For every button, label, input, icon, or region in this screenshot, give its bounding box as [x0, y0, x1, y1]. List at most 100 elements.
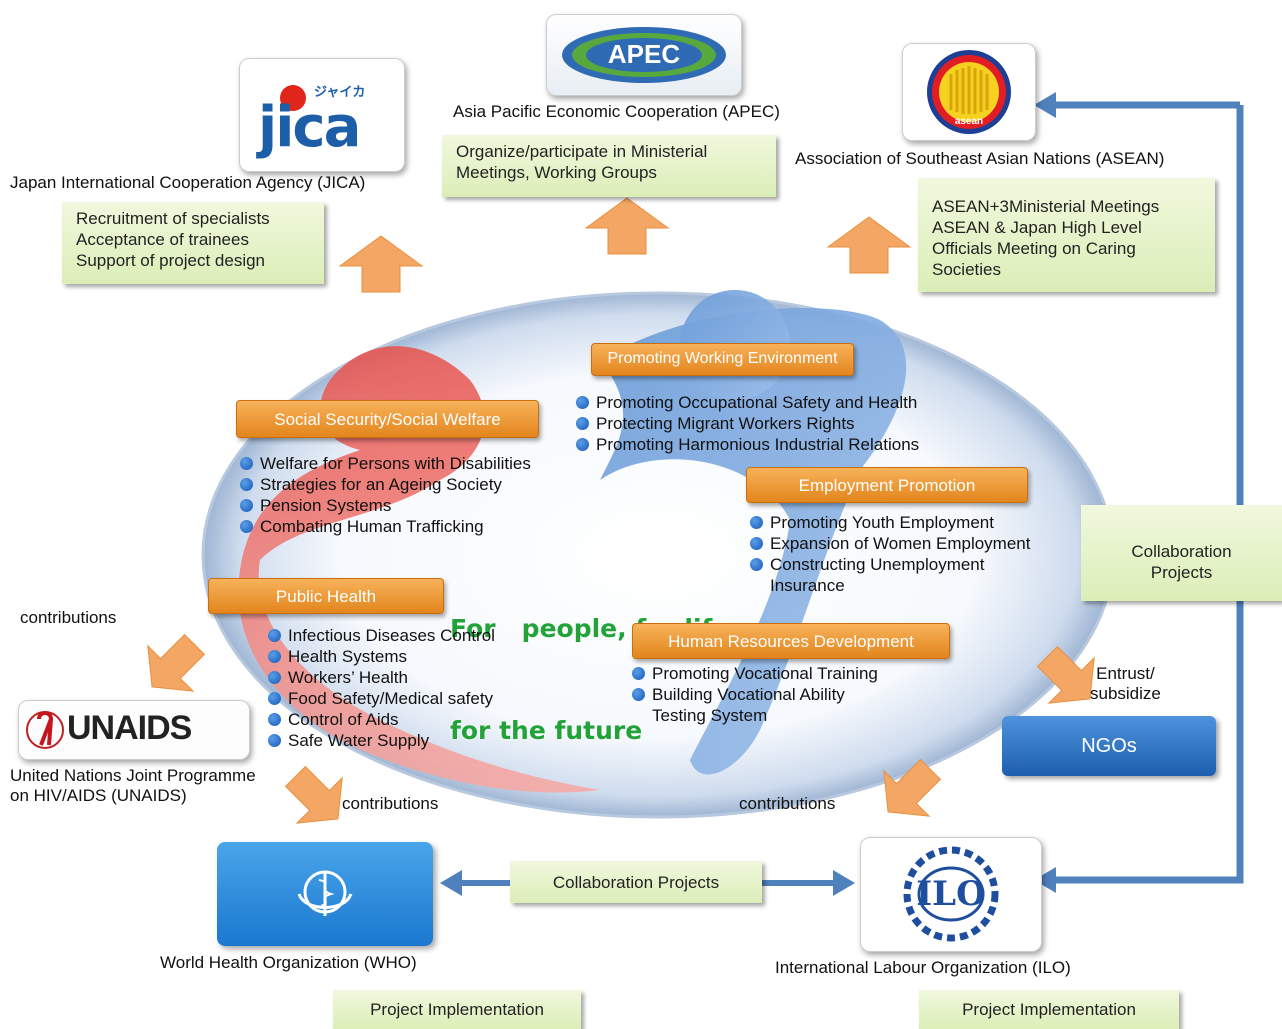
list-item: Food Safety/Medical safety [266, 688, 495, 709]
ilo-project-implementation: Project Implementation [919, 990, 1179, 1029]
asean-activity: ASEAN & Japan High Level [932, 218, 1142, 237]
unaids-name-line: United Nations Joint Programme [10, 766, 256, 785]
jica-activity: Acceptance of trainees [76, 230, 249, 249]
bullet-icon [576, 438, 589, 451]
public-health-list: Infectious Diseases Control Health Syste… [266, 625, 495, 751]
who-emblem-icon [297, 870, 353, 916]
arrow-up-asean [826, 216, 912, 274]
jica-activity: Support of project design [76, 251, 266, 270]
slogan-line: for the future [450, 716, 643, 745]
ngos-box: NGOs [1002, 716, 1216, 776]
unaids-name-line: on HIV/AIDS (UNAIDS) [10, 786, 187, 805]
jica-logo-text: jica [258, 95, 361, 160]
jica-activity: Recruitment of specialists [76, 209, 270, 228]
bullet-icon [268, 713, 281, 726]
list-item: Expansion of Women Employment [748, 533, 1030, 554]
collab-right-line: Collaboration [1131, 542, 1232, 561]
apec-logo-text: APEC [607, 39, 681, 69]
contributions-ilo-label: contributions [739, 794, 836, 813]
social-security-list: Welfare for Persons with Disabilities St… [238, 453, 531, 537]
unaids-logo-text: UNAIDS [67, 709, 192, 747]
asean-activity: Officials Meeting on Caring [932, 239, 1136, 258]
jica-name: Japan International Cooperation Agency (… [10, 173, 366, 192]
asean-logo: asean [902, 43, 1036, 141]
section-title-working-environment: Promoting Working Environment [591, 343, 854, 376]
unaids-name: United Nations Joint Programme on HIV/AI… [10, 766, 256, 806]
bullet-icon [240, 478, 253, 491]
bullet-icon [750, 558, 763, 571]
section-title-public-health: Public Health [208, 578, 444, 614]
section-title-employment-promotion: Employment Promotion [746, 467, 1028, 503]
entrust-label: Entrust/ subsidize [1090, 664, 1161, 704]
working-environment-list: Promoting Occupational Safety and Health… [574, 392, 919, 455]
list-item: Insurance [770, 576, 845, 595]
list-item: Promoting Occupational Safety and Health [574, 392, 919, 413]
apec-activity: Organize/participate in Ministerial [456, 142, 708, 161]
ilo-name: International Labour Organization (ILO) [775, 958, 1071, 977]
collaboration-projects-right: Collaboration Projects [1081, 505, 1282, 601]
bullet-icon [576, 396, 589, 409]
jica-activities: Recruitment of specialists Acceptance of… [62, 202, 324, 284]
bullet-icon [268, 629, 281, 642]
bullet-icon [268, 650, 281, 663]
list-item: Constructing Unemployment [748, 554, 1030, 575]
apec-activity: Meetings, Working Groups [456, 163, 657, 182]
entrust-line: Entrust/ [1096, 664, 1155, 683]
list-item: Welfare for Persons with Disabilities [238, 453, 531, 474]
bullet-icon [240, 520, 253, 533]
jica-logo: ジャイカ jica [239, 58, 405, 172]
list-item: Pension Systems [238, 495, 531, 516]
bullet-icon [576, 417, 589, 430]
list-item: Workers’ Health [266, 667, 495, 688]
contributions-unaids-label: contributions [20, 608, 117, 627]
arrow-to-ngos [1036, 645, 1095, 704]
who-name: World Health Organization (WHO) [160, 953, 417, 972]
apec-globe-icon [562, 27, 726, 83]
ilo-logo: ILO [860, 837, 1042, 952]
arrow-up-apec [584, 197, 670, 255]
bullet-icon [240, 499, 253, 512]
employment-promotion-list: Promoting Youth Employment Expansion of … [748, 512, 1030, 596]
asean-activities: ASEAN+3Ministerial Meetings ASEAN & Japa… [918, 178, 1215, 292]
asean-activity: ASEAN+3Ministerial Meetings [932, 197, 1160, 216]
arrow-up-jica [338, 235, 424, 293]
arrow-to-unaids [147, 633, 206, 692]
asean-activity: Societies [932, 260, 1001, 279]
asean-logo-text: asean [954, 116, 984, 127]
list-item: Combating Human Trafficking [238, 516, 531, 537]
list-item: Safe Water Supply [266, 730, 495, 751]
bullet-icon [750, 516, 763, 529]
asean-emblem-icon [927, 50, 1011, 134]
list-item: Control of Aids [266, 709, 495, 730]
apec-logo: APEC [546, 14, 742, 96]
bullet-icon [750, 537, 763, 550]
bullet-icon [268, 671, 281, 684]
list-item: Infectious Diseases Control [266, 625, 495, 646]
bullet-icon [240, 457, 253, 470]
section-title-hrd: Human Resources Development [632, 623, 950, 659]
arrow-to-who [284, 765, 343, 824]
bullet-icon [268, 692, 281, 705]
section-title-social-security: Social Security/Social Welfare [236, 400, 539, 438]
list-item: Strategies for an Ageing Society [238, 474, 531, 495]
list-item: Protecting Migrant Workers Rights [574, 413, 919, 434]
ilo-emblem-icon [903, 846, 999, 942]
who-logo [217, 842, 433, 946]
list-item: Building Vocational Ability [630, 684, 878, 705]
contributions-who-label: contributions [342, 794, 439, 813]
list-item: Health Systems [266, 646, 495, 667]
bullet-icon [632, 667, 645, 680]
apec-activities: Organize/participate in Ministerial Meet… [442, 135, 776, 197]
jica-dot-icon [280, 85, 306, 111]
apec-name: Asia Pacific Economic Cooperation (APEC) [453, 102, 780, 121]
jica-logo-kana: ジャイカ [314, 84, 366, 99]
bullet-icon [632, 688, 645, 701]
list-item: Promoting Harmonious Industrial Relation… [574, 434, 919, 455]
hrd-list: Promoting Vocational Training Building V… [630, 663, 878, 726]
entrust-line: subsidize [1090, 684, 1161, 703]
who-project-implementation: Project Implementation [333, 990, 581, 1029]
ilo-logo-text: ILO [916, 874, 986, 914]
list-item: Promoting Youth Employment [748, 512, 1030, 533]
collab-right-line: Projects [1150, 563, 1213, 582]
list-item: Testing System [652, 706, 768, 725]
